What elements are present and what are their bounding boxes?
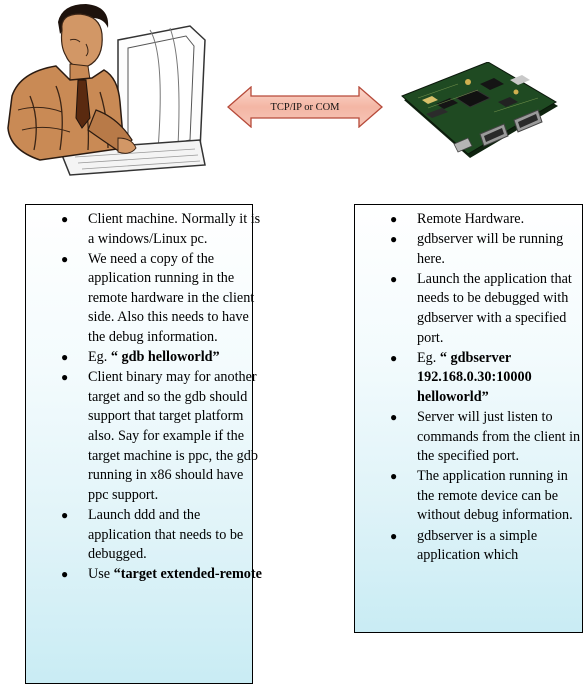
bullet-icon: ● [390,232,398,247]
bullet-icon: ● [61,251,69,266]
arrow-label: TCP/IP or COM [270,101,340,113]
list-item: ●Client machine. Normally it is a window… [61,211,261,247]
bullet-icon: ● [61,212,69,226]
list-item: ●Eg. “ gdb helloworld” [61,348,264,368]
list-item: ●gdbserver will be running here. [390,231,564,267]
list-item: ●Server will just listen to commands fro… [390,408,581,465]
server-description-panel: ●Remote Hardware. ●gdbserver will be run… [354,204,583,633]
list-item: ●Use “target extended-remote [61,565,264,585]
person-at-computer-icon [7,4,206,176]
client-bullet-list: ●Client machine. Normally it is a window… [61,210,264,585]
list-item: ●Remote Hardware. [390,210,581,230]
bullet-icon: ● [61,370,69,385]
bullet-icon: ● [61,507,69,522]
bullet-icon: ● [390,528,398,543]
bullet-icon: ● [390,212,398,226]
bullet-icon: ● [390,271,398,286]
list-item: ●Eg. “ gdbserver 192.168.0.30:10000 hell… [390,349,532,405]
bullet-icon: ● [390,469,398,484]
list-item: ●Client binary may for another target an… [61,369,258,503]
double-arrow-icon [227,86,383,128]
bullet-icon: ● [390,409,398,424]
list-item: ●Launch the application that needs to be… [390,270,572,346]
bullet-icon: ● [390,350,398,365]
bullet-icon: ● [61,350,69,365]
bullet-icon: ● [61,567,69,582]
server-bullet-list: ●Remote Hardware. ●gdbserver will be run… [390,210,581,566]
client-description-panel: ●Client machine. Normally it is a window… [25,204,262,684]
circuit-board-icon [401,62,558,158]
list-item: ●gdbserver is a simple application which [390,527,538,564]
list-item: ●The application running in the remote d… [390,468,573,524]
list-item: ●Launch ddd and the application that nee… [61,506,244,563]
connection-arrow: TCP/IP or COM [227,86,383,128]
list-item: ●We need a copy of the application runni… [61,250,255,346]
